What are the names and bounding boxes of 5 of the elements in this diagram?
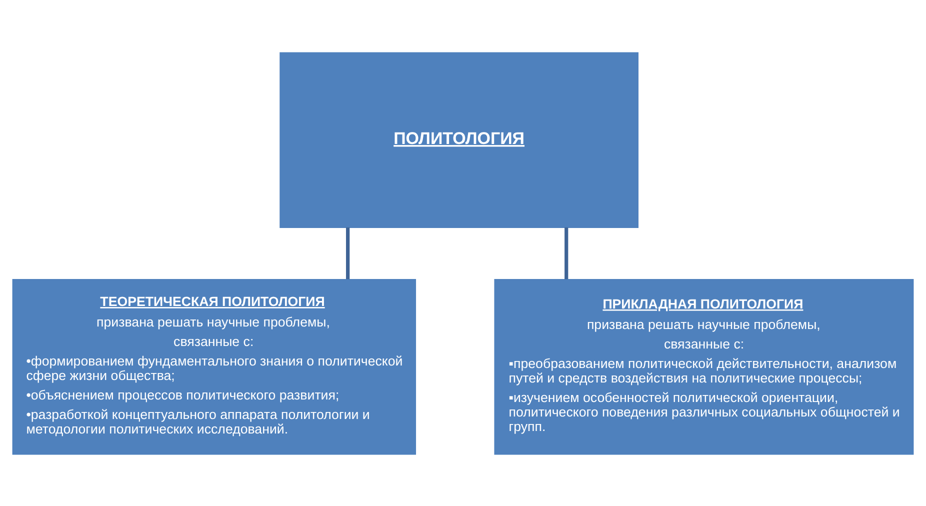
node-box: ПОЛИТОЛОГИЯ [280, 52, 638, 228]
node-box: ПРИКЛАДНАЯ ПОЛИТОЛОГИЯ призвана решать научные проблемы, связанные с: ▪преобразованием политической действительности, анализом путей и средств воздействия на политические процессы; ▪изучением особенностей политической ориентации, политического поведения различных социальных общностей и групп. [494, 278, 914, 454]
connector [564, 226, 568, 279]
connector [346, 226, 350, 279]
node-box: ТЕОРЕТИЧЕСКАЯ ПОЛИТОЛОГИЯ призвана решать научные проблемы, связанные с: •формированием фундаментального знания о политической сфере жизни общества; •объяснением процессов политического развития; •разработкой концептуального аппарата политологии и методологии политических исследований. [12, 278, 416, 454]
